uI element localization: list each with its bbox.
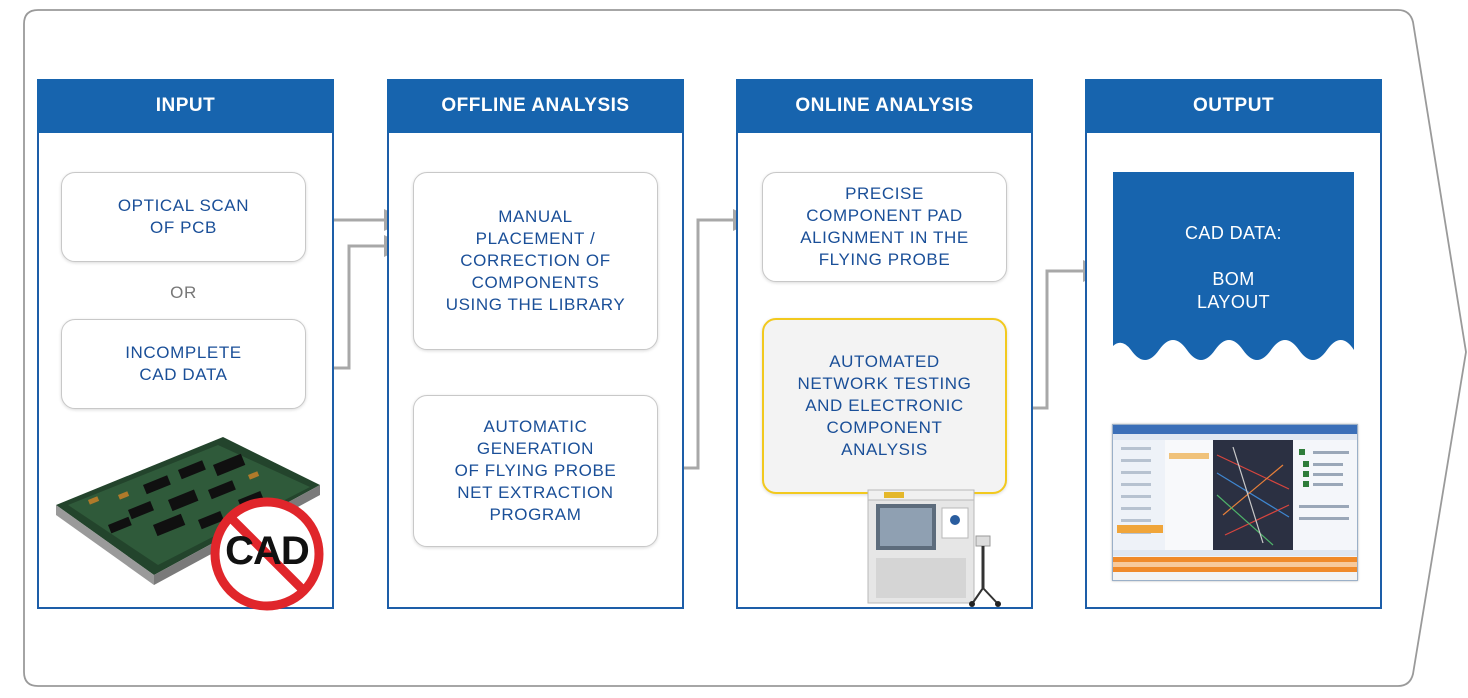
online-analysis-column-header: ONLINE ANALYSIS [736,79,1033,133]
cad-data-document-text: CAD DATA: BOM LAYOUT [1185,223,1282,312]
optical-scan-box: OPTICAL SCAN OF PCB [61,172,306,262]
incomplete-cad-box: INCOMPLETE CAD DATA [61,319,306,409]
no-cad-icon [210,497,324,611]
automatic-generation-box: AUTOMATIC GENERATION OF FLYING PROBE NET… [413,395,658,547]
no-cad-label: CAD [225,529,310,573]
flying-probe-machine-image [867,489,1001,607]
software-screenshot-thumbnail [1112,424,1358,581]
manual-placement-box: MANUAL PLACEMENT / CORRECTION OF COMPONE… [413,172,658,350]
input-column-header: INPUT [37,79,334,133]
precise-alignment-box: PRECISE COMPONENT PAD ALIGNMENT IN THE F… [762,172,1007,282]
or-label: OR [170,283,197,302]
offline-analysis-column-header: OFFLINE ANALYSIS [387,79,684,133]
automated-testing-box: AUTOMATED NETWORK TESTING AND ELECTRONIC… [762,318,1007,494]
software-screenshot-graphic [1113,425,1357,580]
cad-data-document-shape [1113,172,1354,360]
output-column-header: OUTPUT [1085,79,1382,133]
